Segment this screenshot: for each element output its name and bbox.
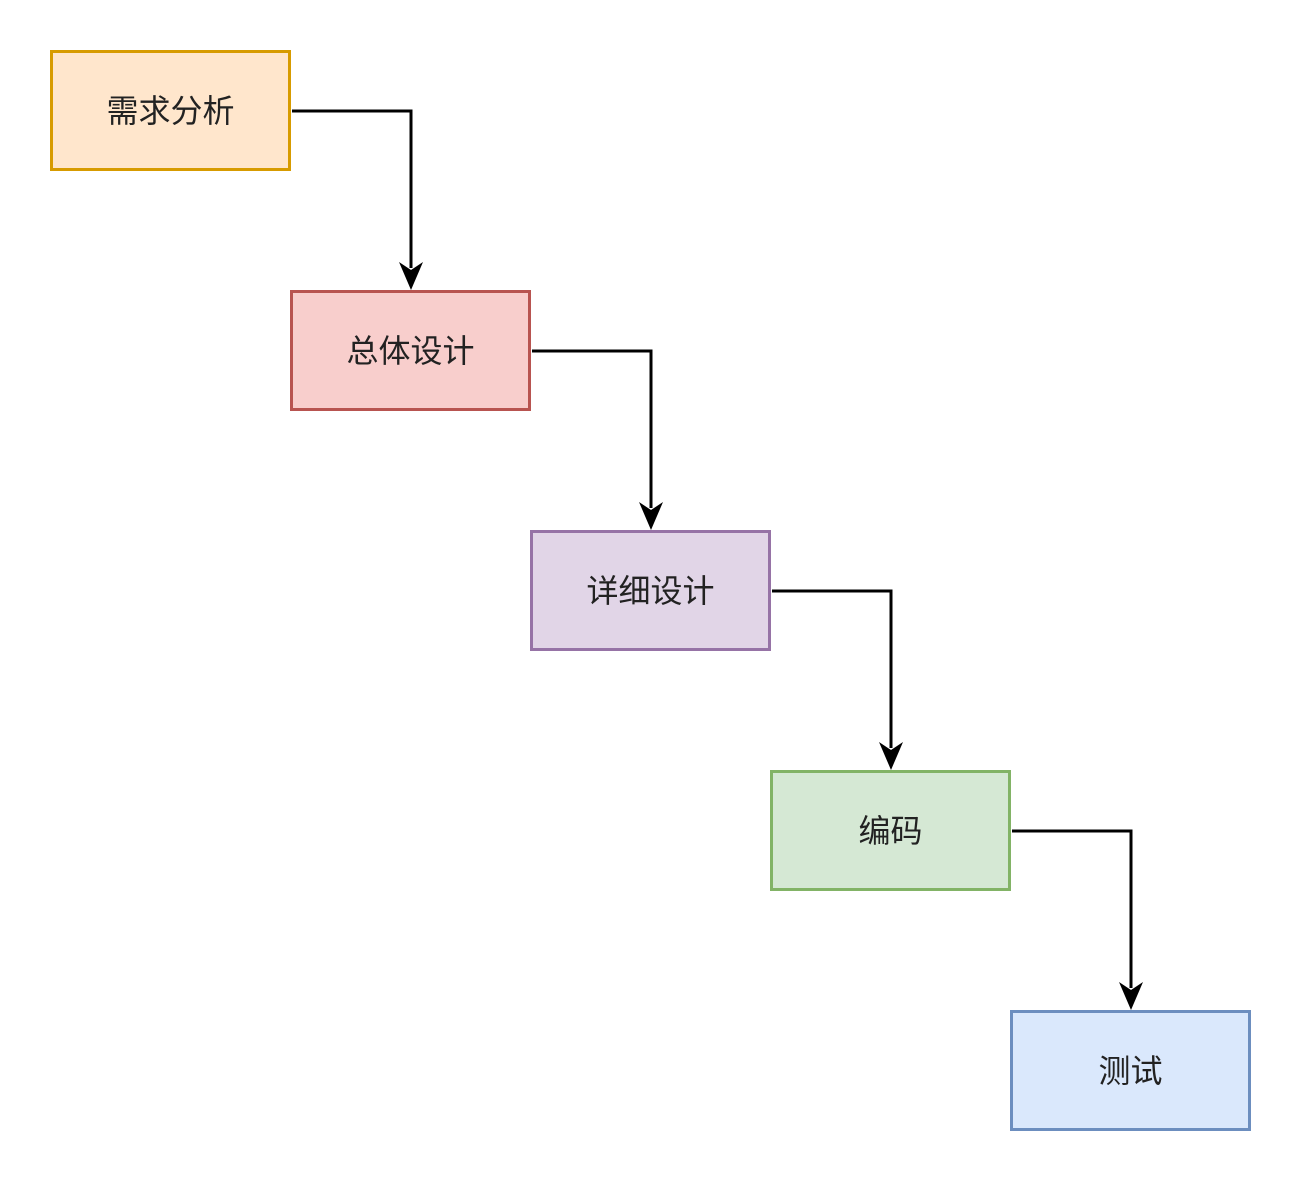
stage-label: 详细设计 [586, 571, 715, 610]
stage-testing: 测试 [1010, 1010, 1251, 1131]
stage-label: 总体设计 [346, 331, 475, 370]
stage-coding: 编码 [770, 770, 1011, 891]
stage-overall-design: 总体设计 [290, 290, 531, 411]
connector-arrow-2 [532, 349, 663, 530]
stage-label: 编码 [858, 811, 923, 850]
stage-label: 测试 [1098, 1051, 1163, 1090]
stage-detailed-design: 详细设计 [530, 530, 771, 651]
connector-arrow-4 [1012, 829, 1143, 1010]
stage-label: 需求分析 [106, 91, 235, 130]
stage-requirements-analysis: 需求分析 [50, 50, 291, 171]
connector-arrow-1 [292, 109, 423, 290]
connector-arrow-3 [772, 589, 903, 770]
